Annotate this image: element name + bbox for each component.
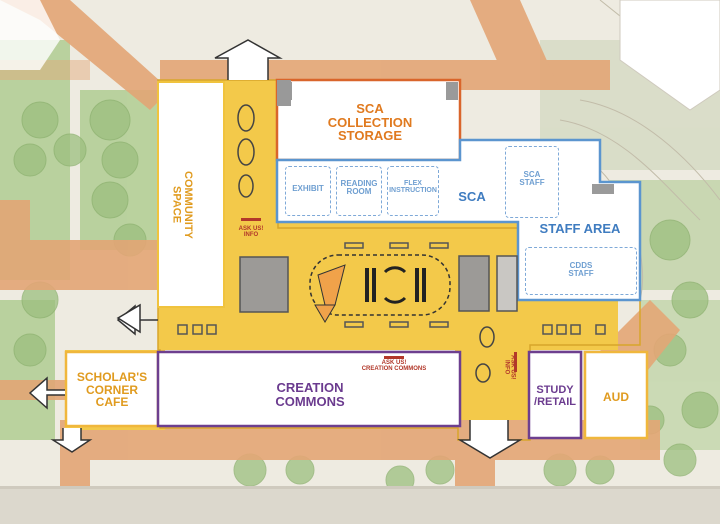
exhibit-label: EXHIBIT <box>292 184 324 193</box>
sca-label: SCA <box>458 189 486 204</box>
cafe-label: SCHOLAR'S CORNER CAFE <box>76 370 148 410</box>
community-space-room <box>157 81 225 308</box>
community-space-label: COMMUNITY SPACE <box>170 171 195 239</box>
exhibit-room: EXHIBIT <box>285 166 331 216</box>
creation-commons-label: CREATION COMMONS <box>275 380 345 409</box>
central-stair <box>309 254 451 323</box>
road <box>0 488 720 524</box>
sca-staff-label: SCA STAFF <box>519 170 545 188</box>
reading-room-label: READING ROOM <box>340 179 378 197</box>
adjacent-building <box>619 0 720 111</box>
study-retail-room <box>527 350 583 440</box>
seating-pebbles <box>237 104 495 383</box>
flex-instruction-label: FLEX INSTRUCTION <box>389 180 437 195</box>
entry-arrows <box>28 39 523 459</box>
ask-us-info-label-1: ASK US! INFO <box>238 226 264 239</box>
sca-staff-room: SCA STAFF <box>505 146 559 218</box>
creation-commons-room <box>156 350 462 428</box>
cdds-staff-room: CDDS STAFF <box>525 247 637 295</box>
study-retail-label: STUDY /RETAIL <box>534 384 576 408</box>
ask-us-info-label-2: ASK US! INFO <box>503 354 516 380</box>
ask-us-markers <box>241 218 517 372</box>
ask-us-creation-commons-label: ASK US! CREATION COMMONS <box>361 360 427 373</box>
staff-area-label: STAFF AREA <box>539 221 621 236</box>
flex-instruction-room: FLEX INSTRUCTION <box>387 166 439 216</box>
sca-collection-storage-label: SCA COLLECTION STORAGE <box>327 101 413 144</box>
aud-room <box>583 350 649 440</box>
sca-zone <box>275 138 642 302</box>
sca-collection-storage-room <box>275 78 462 162</box>
cdds-staff-label: CDDS STAFF <box>568 261 594 279</box>
aud-label: AUD <box>603 390 629 404</box>
reading-room: READING ROOM <box>336 166 382 216</box>
benches <box>177 242 606 335</box>
